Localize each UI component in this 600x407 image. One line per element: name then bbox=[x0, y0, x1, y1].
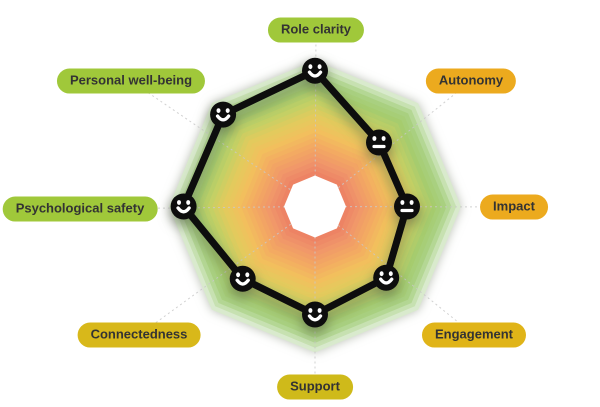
marker-face bbox=[229, 265, 256, 292]
marker-smile-mouth bbox=[235, 278, 250, 286]
marker-smile-mouth bbox=[307, 314, 323, 322]
marker-eye-right bbox=[388, 271, 393, 277]
marker-eye-right bbox=[317, 308, 322, 313]
marker-smile-mouth bbox=[215, 114, 231, 122]
marker-eye-left bbox=[400, 200, 405, 205]
marker-face bbox=[302, 301, 328, 328]
axis-label-role-clarity[interactable]: Role clarity bbox=[267, 17, 365, 43]
mood-polygon-layer bbox=[170, 57, 420, 328]
marker-eye-left bbox=[379, 271, 384, 277]
neutral-face-icon[interactable] bbox=[366, 129, 392, 156]
marker-eye-left bbox=[236, 272, 241, 278]
happy-face-icon[interactable] bbox=[170, 193, 197, 220]
axis-label-connectedness[interactable]: Connectedness bbox=[77, 322, 201, 348]
happy-face-icon[interactable] bbox=[229, 265, 256, 292]
axis-line-autonomy bbox=[314, 80, 472, 207]
marker-eye-left bbox=[177, 200, 181, 205]
happy-face-icon[interactable] bbox=[210, 101, 237, 128]
marker-face bbox=[210, 101, 237, 128]
marker-eye-left bbox=[372, 136, 377, 141]
center-hole bbox=[284, 175, 346, 238]
marker-face bbox=[394, 193, 420, 220]
axis-label-support[interactable]: Support bbox=[277, 374, 353, 400]
axis-label-engagement[interactable]: Engagement bbox=[421, 322, 527, 348]
marker-eye-right bbox=[186, 200, 191, 205]
marker-eye-left bbox=[216, 108, 221, 113]
marker-eye-left bbox=[308, 308, 313, 313]
happy-face-icon[interactable] bbox=[373, 264, 400, 291]
neutral-face-icon[interactable] bbox=[394, 193, 420, 220]
axis-label-impact[interactable]: Impact bbox=[480, 194, 548, 220]
marker-face bbox=[366, 129, 392, 156]
axis-label-personal-well-being[interactable]: Personal well-being bbox=[56, 68, 206, 94]
axis-line-personal-well-being bbox=[130, 80, 316, 207]
marker-eye-right bbox=[245, 272, 250, 278]
happy-face-icon[interactable] bbox=[302, 301, 328, 328]
marker-face bbox=[373, 264, 400, 291]
axis-label-psychological-safety[interactable]: Psychological safety bbox=[2, 196, 158, 222]
marker-eye-right bbox=[225, 108, 230, 113]
happy-face-icon[interactable] bbox=[302, 57, 328, 84]
axis-label-autonomy[interactable]: Autonomy bbox=[425, 68, 517, 94]
axis-line-connectedness bbox=[138, 206, 316, 336]
marker-eye-right bbox=[381, 136, 386, 141]
marker-smile-mouth bbox=[307, 70, 323, 78]
marker-face bbox=[302, 57, 328, 84]
marker-eye-right bbox=[317, 64, 322, 70]
marker-eye-right bbox=[409, 200, 414, 205]
marker-face bbox=[170, 193, 197, 220]
axis-line-engagement bbox=[314, 206, 475, 336]
marker-smile-mouth bbox=[176, 206, 191, 214]
marker-smile-mouth bbox=[379, 277, 394, 285]
marker-eye-left bbox=[308, 64, 313, 70]
